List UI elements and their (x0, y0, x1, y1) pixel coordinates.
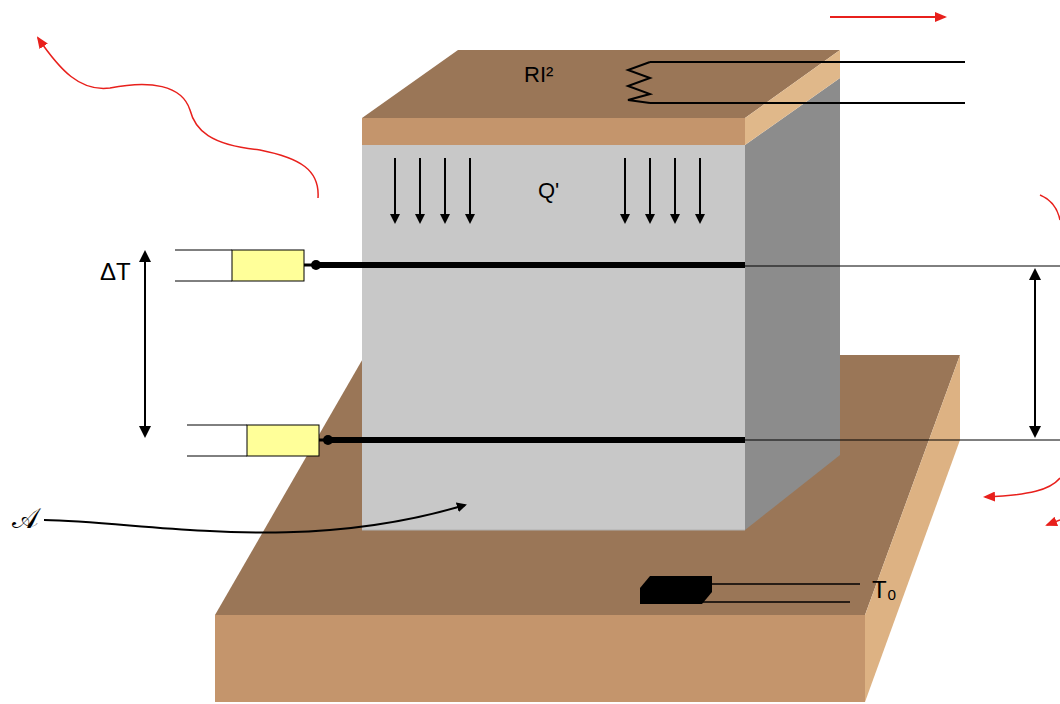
temperature-sensor (640, 576, 860, 604)
delta-t-dimension (144, 252, 146, 436)
sensor-block (362, 78, 840, 530)
area-leader (44, 505, 465, 533)
area-symbol: 𝒜 (12, 505, 38, 533)
thickness-dimension (1034, 270, 1036, 436)
reference-temperature: T₀ (872, 578, 897, 602)
current-arrow (830, 16, 945, 18)
thermocouple-lower (187, 425, 1060, 456)
heat-flux: Q' (538, 180, 559, 202)
heat-flux-arrows (395, 158, 700, 222)
heat-loss-arrows (38, 38, 1060, 525)
thermocouple-upper (175, 250, 1060, 281)
temperature-difference: ΔT (100, 260, 131, 284)
heater-resistor (628, 62, 965, 103)
heater-layer (362, 50, 840, 145)
heater-power: RI² (524, 64, 553, 86)
